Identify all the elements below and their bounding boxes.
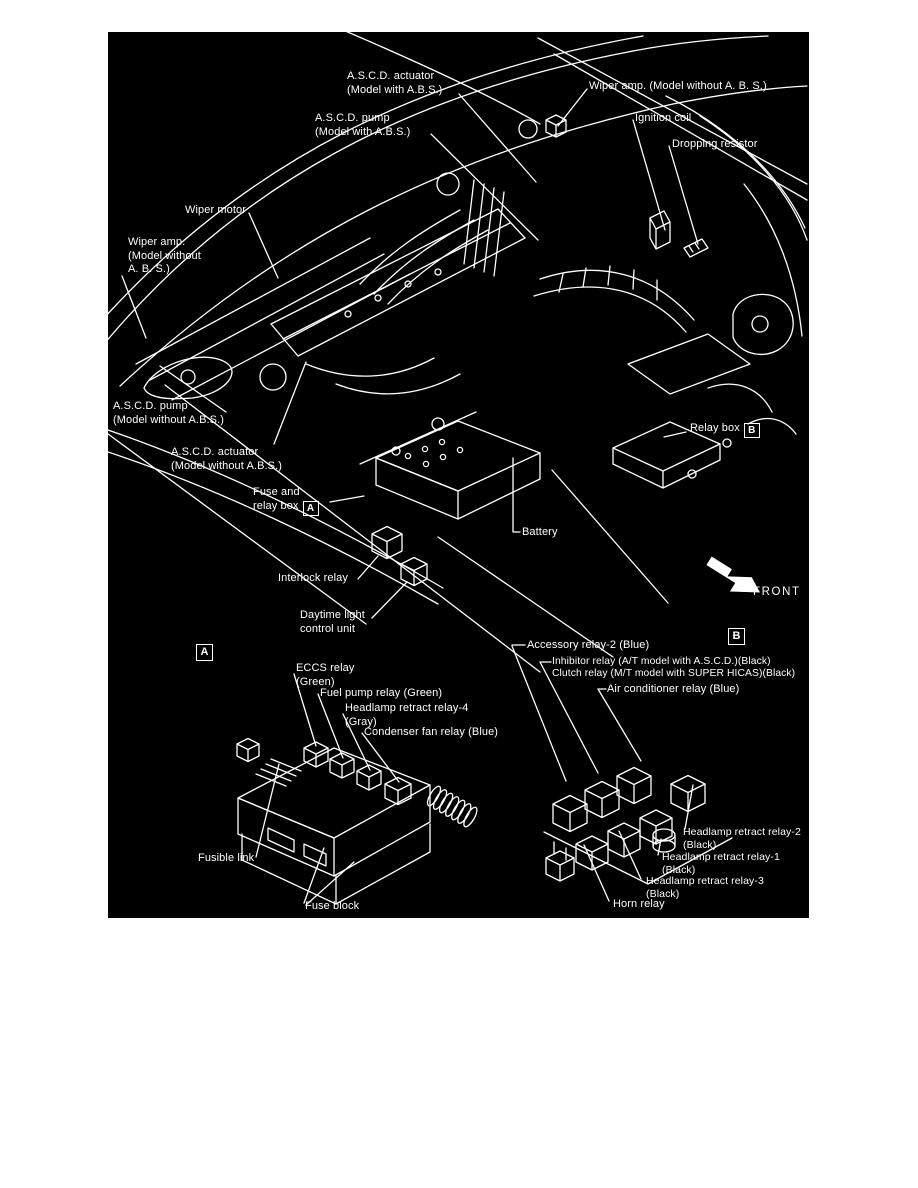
label-air-conditioner-relay: Air conditioner relay (Blue) xyxy=(607,683,739,697)
label-fuse-block: Fuse block xyxy=(305,900,359,914)
label-fuel-pump-relay: Fuel pump relay (Green) xyxy=(320,687,442,701)
label-line: (Model with A.B.S.) xyxy=(347,83,443,96)
label-line: Dropping resistor xyxy=(672,138,758,150)
label-line: Fuse and xyxy=(253,486,300,498)
leader-lines xyxy=(121,88,699,906)
label-ignition-coil: Ignition coil xyxy=(635,112,691,126)
label-text: Relay box xyxy=(690,422,740,434)
label-clutch-relay: Clutch relay (M/T model with SUPER HICAS… xyxy=(552,668,795,680)
label-line: (Green) xyxy=(296,675,335,688)
label-line: (Model without A.B.S.) xyxy=(113,413,225,426)
label-line: Headlamp retract relay-1 xyxy=(662,851,780,863)
label-line: Accessory relay-2 (Blue) xyxy=(527,639,650,651)
front-direction-label: FRONT xyxy=(753,586,801,598)
front-direction-arrow xyxy=(706,546,760,593)
label-line: Fuse block xyxy=(305,900,360,912)
label-line: Condenser fan relay (Blue) xyxy=(364,726,499,738)
label-eccs-relay: ECCS relay (Green) xyxy=(296,662,354,689)
label-line: Inhibitor relay (A/T model with A.S.C.D.… xyxy=(552,656,771,667)
label-line: Wiper amp. (Model without A. B. S.) xyxy=(589,80,767,92)
label-line: Headlamp retract relay-4 xyxy=(345,702,469,714)
label-line: Ignition coil xyxy=(635,112,692,124)
label-line: Headlamp retract relay-2 xyxy=(683,826,801,838)
label-wiper-amp-top: Wiper amp. (Model without A. B. S.) xyxy=(589,80,767,94)
box-marker-a-inline: A xyxy=(302,500,319,516)
section-marker-a: A xyxy=(196,644,213,661)
box-marker-b-inline: B xyxy=(743,423,760,438)
engine-detail-lines xyxy=(108,119,797,673)
label-line: A.S.C.D. actuator xyxy=(171,446,259,458)
label-line: (Gray) xyxy=(345,715,377,728)
label-line: Battery xyxy=(522,526,558,538)
label-line: control unit xyxy=(300,622,356,635)
label-line: Air conditioner relay (Blue) xyxy=(607,683,740,695)
label-battery: Battery xyxy=(522,526,558,540)
label-line: A.S.C.D. actuator xyxy=(347,70,435,82)
label-headlamp-retract-relay-4: Headlamp retract relay-4 (Gray) xyxy=(345,702,468,729)
relay-box-b-detail xyxy=(543,766,733,885)
battery-drawing xyxy=(359,411,541,520)
label-daytime-light-control-unit: Daytime light control unit xyxy=(300,609,365,636)
label-interlock-relay: Interlock relay xyxy=(278,572,348,586)
label-line: A.S.C.D. pump xyxy=(315,112,390,124)
engine-bay-line-art xyxy=(108,32,808,906)
label-line: (Model without A.B.S.) xyxy=(171,459,283,472)
label-ascd-pump-without-abs: A.S.C.D. pump (Model without A.B.S.) xyxy=(113,400,224,427)
label-line: Horn relay xyxy=(613,898,665,910)
label-line: A. B. S.) xyxy=(128,263,170,275)
label-ascd-actuator-without-abs: A.S.C.D. actuator (Model without A.B.S.) xyxy=(171,446,282,473)
label-accessory-relay-2: Accessory relay-2 (Blue) xyxy=(527,639,649,653)
label-line: Fuel pump relay (Green) xyxy=(320,687,443,699)
label-ascd-actuator-with-abs: A.S.C.D. actuator (Model with A.B.S.) xyxy=(347,70,442,97)
fuse-relay-box-a-detail xyxy=(236,737,478,905)
label-wiper-amp-left: Wiper amp. (Model without A. B. S.) xyxy=(128,236,201,277)
label-ascd-pump-with-abs: A.S.C.D. pump (Model with A.B.S.) xyxy=(315,112,410,139)
label-line: ECCS relay xyxy=(296,662,355,674)
relay-box-b-drawing xyxy=(612,421,732,489)
label-line: Wiper amp. xyxy=(128,236,186,248)
label-headlamp-retract-relay-2: Headlamp retract relay-2 (Black) xyxy=(683,826,801,852)
label-line: Wiper motor xyxy=(185,204,246,216)
engine-compartment-diagram: A.S.C.D. actuator (Model with A.B.S.) A.… xyxy=(108,32,809,918)
label-dropping-resistor: Dropping resistor xyxy=(672,138,757,152)
label-inhibitor-relay: Inhibitor relay (A/T model with A.S.C.D.… xyxy=(552,656,771,668)
label-line: (Black) xyxy=(662,864,696,876)
interlock-and-daytime-units xyxy=(371,114,567,587)
label-line: Headlamp retract relay-3 xyxy=(646,875,764,887)
label-fusible-link: Fusible link xyxy=(198,852,254,866)
label-line: A.S.C.D. pump xyxy=(113,400,188,412)
label-wiper-motor: Wiper motor xyxy=(185,204,246,218)
label-text: relay box xyxy=(253,499,299,512)
label-line: Interlock relay xyxy=(278,572,348,584)
label-horn-relay: Horn relay xyxy=(613,898,665,912)
label-line: (Model with A.B.S.) xyxy=(315,125,411,138)
label-line: (Black) xyxy=(683,839,717,851)
section-marker-b: B xyxy=(728,628,745,645)
label-headlamp-retract-relay-1: Headlamp retract relay-1 (Black) xyxy=(662,851,780,877)
label-line: (Black) xyxy=(646,888,680,900)
label-line: Fusible link xyxy=(198,852,255,864)
label-line: (Model without xyxy=(128,249,201,262)
label-headlamp-retract-relay-3: Headlamp retract relay-3 (Black) xyxy=(646,875,764,901)
label-condenser-fan-relay: Condenser fan relay (Blue) xyxy=(364,726,498,740)
label-line: Clutch relay (M/T model with SUPER HICAS… xyxy=(552,668,796,679)
label-line: Daytime light xyxy=(300,609,365,621)
